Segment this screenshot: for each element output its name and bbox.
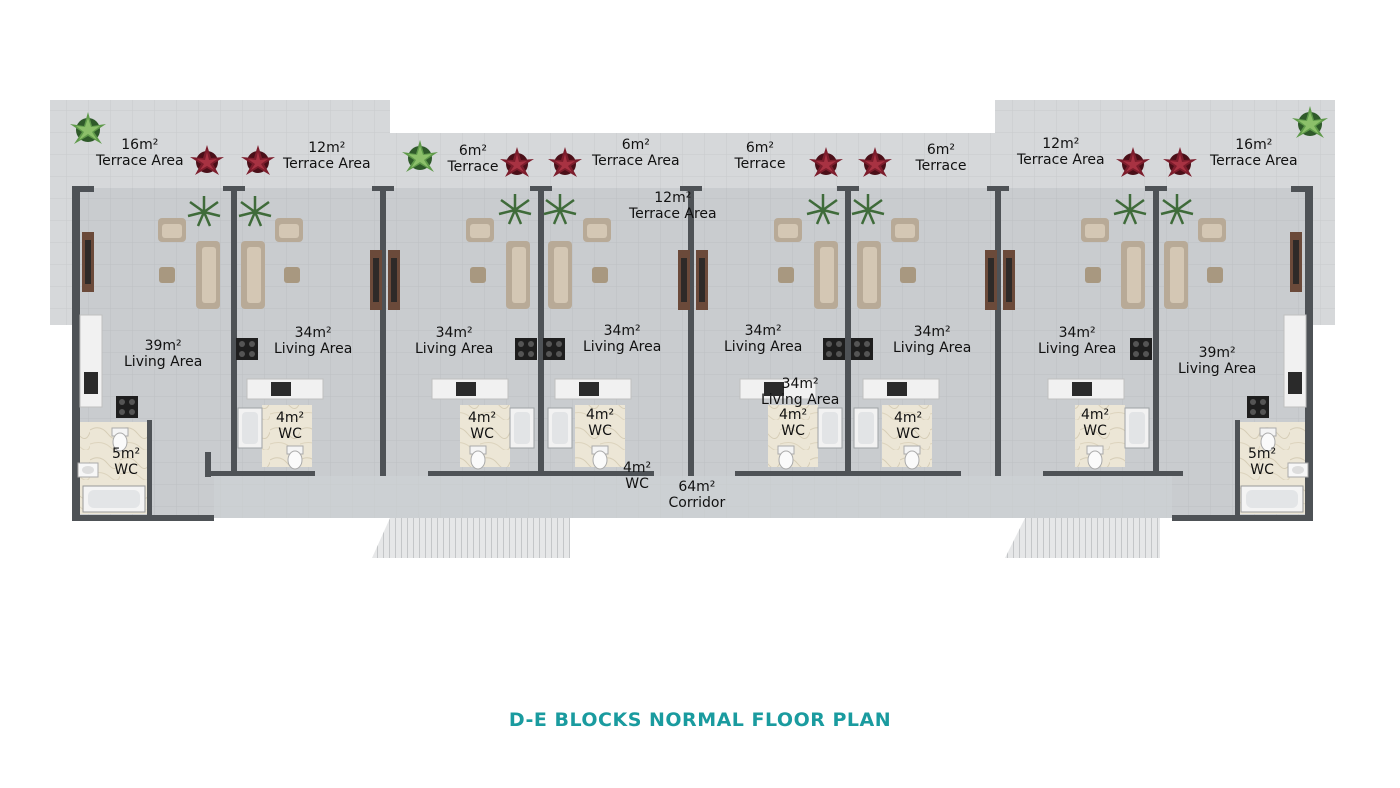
room-area: 12m² [308, 140, 346, 156]
room-name: Corridor [668, 495, 726, 511]
room-area: 5m² [112, 446, 141, 462]
room-area: 4m² [779, 407, 808, 423]
room-name: WC [781, 423, 805, 439]
room-name: Living Area [893, 340, 972, 356]
room-area: 4m² [468, 410, 497, 426]
room-area: 34m² [913, 324, 951, 340]
room-name: Terrace [447, 159, 499, 175]
room-area: 4m² [1081, 407, 1110, 423]
room-name: Living Area [583, 339, 662, 355]
room-name: WC [896, 426, 920, 442]
room-area: 34m² [294, 325, 332, 341]
room-area: 16m² [1235, 137, 1273, 153]
room-area: 16m² [121, 137, 159, 153]
room-area: 34m² [603, 323, 641, 339]
room-area: 39m² [1198, 345, 1236, 361]
room-name: Terrace Area [592, 153, 680, 169]
room-name: WC [278, 426, 302, 442]
room-name: Living Area [124, 354, 203, 370]
room-name: WC [625, 476, 649, 492]
room-area: 64m² [678, 479, 716, 495]
staircase-left [372, 518, 570, 558]
room-name: WC [114, 462, 138, 478]
room-name: Terrace Area [283, 156, 371, 172]
room-area: 39m² [144, 338, 182, 354]
room-name: Terrace [734, 156, 786, 172]
room-name: Terrace Area [1017, 152, 1105, 168]
room-area: 34m² [435, 325, 473, 341]
room-name: Terrace Area [96, 153, 184, 169]
walls [72, 186, 1313, 521]
room-area: 4m² [894, 410, 923, 426]
room-area: 4m² [623, 460, 652, 476]
room-name: Living Area [274, 341, 353, 357]
room-area: 6m² [458, 143, 488, 159]
room-name: Living Area [1038, 341, 1117, 357]
staircase-right [1005, 518, 1160, 558]
room-area: 4m² [586, 407, 615, 423]
bathroom-fixtures [77, 407, 1309, 513]
room-area: 12m² [1042, 136, 1080, 152]
room-name: Terrace [915, 158, 967, 174]
room-name: WC [1083, 423, 1107, 439]
room-name: Living Area [761, 392, 840, 408]
room-name: WC [470, 426, 494, 442]
room-area: 34m² [781, 376, 819, 392]
plan-title: D-E BLOCKS NORMAL FLOOR PLAN [508, 709, 892, 731]
room-name: Terrace Area [1210, 153, 1298, 169]
kitchens [79, 314, 1307, 418]
room-area: 5m² [1248, 446, 1277, 462]
room-area: 34m² [1058, 325, 1096, 341]
room-name: Living Area [415, 341, 494, 357]
room-name: WC [588, 423, 612, 439]
room-area: 6m² [745, 140, 775, 156]
room-name: Living Area [724, 339, 803, 355]
room-area: 6m² [621, 137, 650, 153]
room-name: Terrace Area [629, 206, 717, 222]
corridor-band [214, 476, 1172, 518]
room-area: 4m² [276, 410, 305, 426]
room-area: 12m² [654, 190, 692, 206]
room-area: 6m² [926, 142, 956, 158]
room-name: Living Area [1178, 361, 1257, 377]
room-area: 34m² [744, 323, 782, 339]
room-name: WC [1250, 462, 1274, 478]
